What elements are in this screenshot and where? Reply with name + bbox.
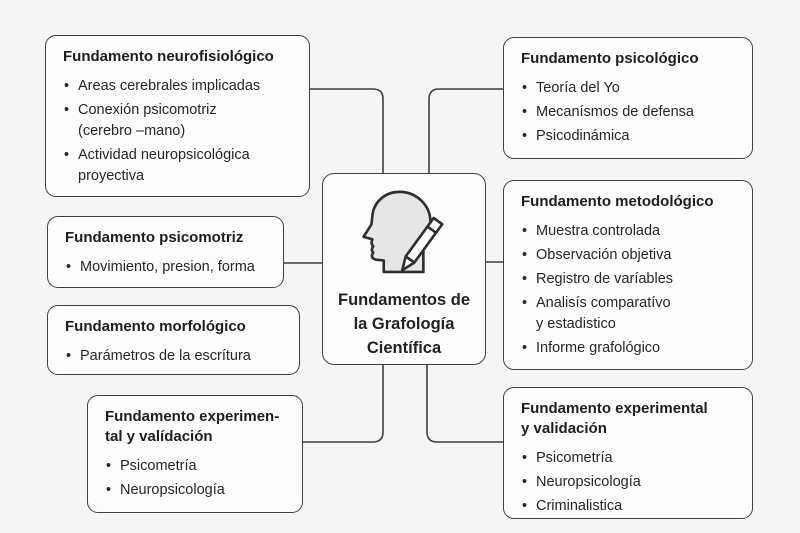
list-item: Mecanísmos de defensa	[521, 102, 736, 123]
list-item: Psicometría	[105, 456, 286, 477]
box-fundamento-neurofisiologico: Fundamento neurofisiológico Areas cerebr…	[45, 35, 310, 197]
box-fundamento-metodologico: Fundamento metodológico Muestra controla…	[503, 180, 753, 370]
box-fundamento-morfologico: Fundamento morfológico Parámetros de la …	[47, 305, 300, 375]
box-title: Fundamento metodológico	[521, 192, 736, 212]
list-item: Movimiento, presion, forma	[65, 257, 267, 278]
box-title: Fundamento experimen- tal y valídación	[105, 407, 286, 447]
box-title-line: Fundamento experimental	[521, 400, 708, 417]
box-title: Fundamento psicológico	[521, 49, 736, 69]
list-item-line: Registro de varíables	[536, 271, 674, 287]
box-title: Fundamento psicomotriz	[65, 228, 267, 248]
box-title-line: tal y valídación	[105, 428, 213, 445]
list-item: Registro de varíables	[521, 269, 736, 290]
connector-experimental-derecha-center	[426, 365, 503, 443]
list-item-line: Psicodinámica	[536, 128, 630, 144]
list-item: Actividad neuropsicológica proyectiva	[63, 145, 293, 187]
box-title-line: Fundamento morfológico	[65, 318, 246, 335]
center-title-line: la Grafología	[353, 315, 455, 333]
box-title-line: Fundamento neurofisiológico	[63, 48, 274, 65]
list-item: Psicometría	[521, 448, 736, 469]
list-item: Muestra controlada	[521, 221, 736, 242]
list-item-line: Psicometría	[120, 458, 197, 474]
center-title-line: Fundamentos de	[337, 291, 470, 309]
list-item-line: Areas cerebrales implicadas	[78, 78, 261, 94]
list-item-line: Teoría del Yo	[536, 80, 620, 96]
box-fundamento-experimental-validacion-derecha: Fundamento experimental y validación Psi…	[503, 387, 753, 519]
list-item-line: (cerebro –mano)	[78, 123, 186, 139]
list-item-line: Movimiento, presion, forma	[80, 259, 255, 275]
bullet-list: Muestra controlada Observación objetiva …	[521, 221, 736, 359]
list-item: Parámetros de la escrítura	[65, 346, 283, 367]
bullet-list: Psicometría Neuropsicología	[105, 456, 286, 501]
box-title-line: Fundamento psicomotriz	[65, 229, 244, 246]
box-fundamento-experimental-validacion-izquierda: Fundamento experimen- tal y valídación P…	[87, 395, 303, 513]
connector-neurofisiologico-center	[310, 88, 384, 173]
bullet-list: Teoría del Yo Mecanísmos de defensa Psic…	[521, 78, 736, 147]
list-item: Observación objetiva	[521, 245, 736, 266]
list-item: Areas cerebrales implicadas	[63, 76, 293, 97]
pencil-cap-divider	[426, 225, 437, 234]
list-item: Neuropsicología	[105, 480, 286, 501]
list-item-line: Muestra controlada	[536, 223, 661, 239]
center-node-fundamentos-grafologia: Fundamentos de la Grafología Científica	[322, 173, 486, 365]
box-title-line: Fundamento metodológico	[521, 193, 714, 210]
list-item: Teoría del Yo	[521, 78, 736, 99]
box-title-line: Fundamento psicológico	[521, 50, 699, 67]
head-silhouette	[362, 190, 432, 274]
list-item-line: Neuropsicología	[536, 474, 641, 490]
bullet-list: Areas cerebrales implicadas Conexión psi…	[63, 76, 293, 187]
list-item-line: Actividad neuropsicológica	[78, 147, 250, 163]
connector-experimental-izquierda-center	[303, 365, 384, 443]
pencil-glyph	[400, 216, 444, 272]
head-pencil-svg	[362, 190, 444, 274]
box-title: Fundamento neurofisiológico	[63, 47, 293, 67]
list-item: Informe grafológico	[521, 338, 736, 359]
center-title-line: Científica	[366, 339, 442, 357]
list-item-line: Conexión psicomotriz	[78, 102, 217, 118]
list-item-line: Observación objetiva	[536, 247, 672, 263]
box-fundamento-psicologico: Fundamento psicológico Teoría del Yo Mec…	[503, 37, 753, 159]
list-item-line: y estadistico	[536, 316, 616, 332]
box-title-line: y validación	[521, 420, 607, 437]
bullet-list: Psicometría Neuropsicología Criminalisti…	[521, 448, 736, 517]
box-title: Fundamento experimental y validación	[521, 399, 736, 439]
bullet-list: Movimiento, presion, forma	[65, 257, 267, 278]
box-fundamento-psicomotriz: Fundamento psicomotriz Movimiento, presi…	[47, 216, 284, 288]
list-item-line: Mecanísmos de defensa	[536, 104, 694, 120]
list-item: Analisís comparatívo y estadistico	[521, 293, 736, 335]
list-item-line: Informe grafológico	[536, 340, 661, 356]
bullet-list: Parámetros de la escrítura	[65, 346, 283, 367]
list-item: Neuropsicología	[521, 472, 736, 493]
connector-psicologico-center	[428, 88, 503, 173]
box-title: Fundamento morfológico	[65, 317, 283, 337]
box-title-line: Fundamento experimen-	[105, 408, 280, 425]
list-item-line: Analisís comparatívo	[536, 295, 671, 311]
list-item: Psicodinámica	[521, 126, 736, 147]
list-item-line: Criminalistica	[536, 498, 623, 514]
list-item: Criminalistica	[521, 496, 736, 517]
list-item-line: Parámetros de la escrítura	[80, 348, 251, 364]
list-item-line: proyectiva	[78, 168, 145, 184]
list-item: Conexión psicomotriz (cerebro –mano)	[63, 100, 293, 142]
list-item-line: Neuropsicología	[120, 482, 225, 498]
pencil-tip	[400, 255, 416, 272]
head-profile-with-pencil-icon	[331, 185, 477, 285]
list-item-line: Psicometría	[536, 450, 613, 466]
center-title: Fundamentos de la Grafología Científica	[331, 288, 477, 360]
